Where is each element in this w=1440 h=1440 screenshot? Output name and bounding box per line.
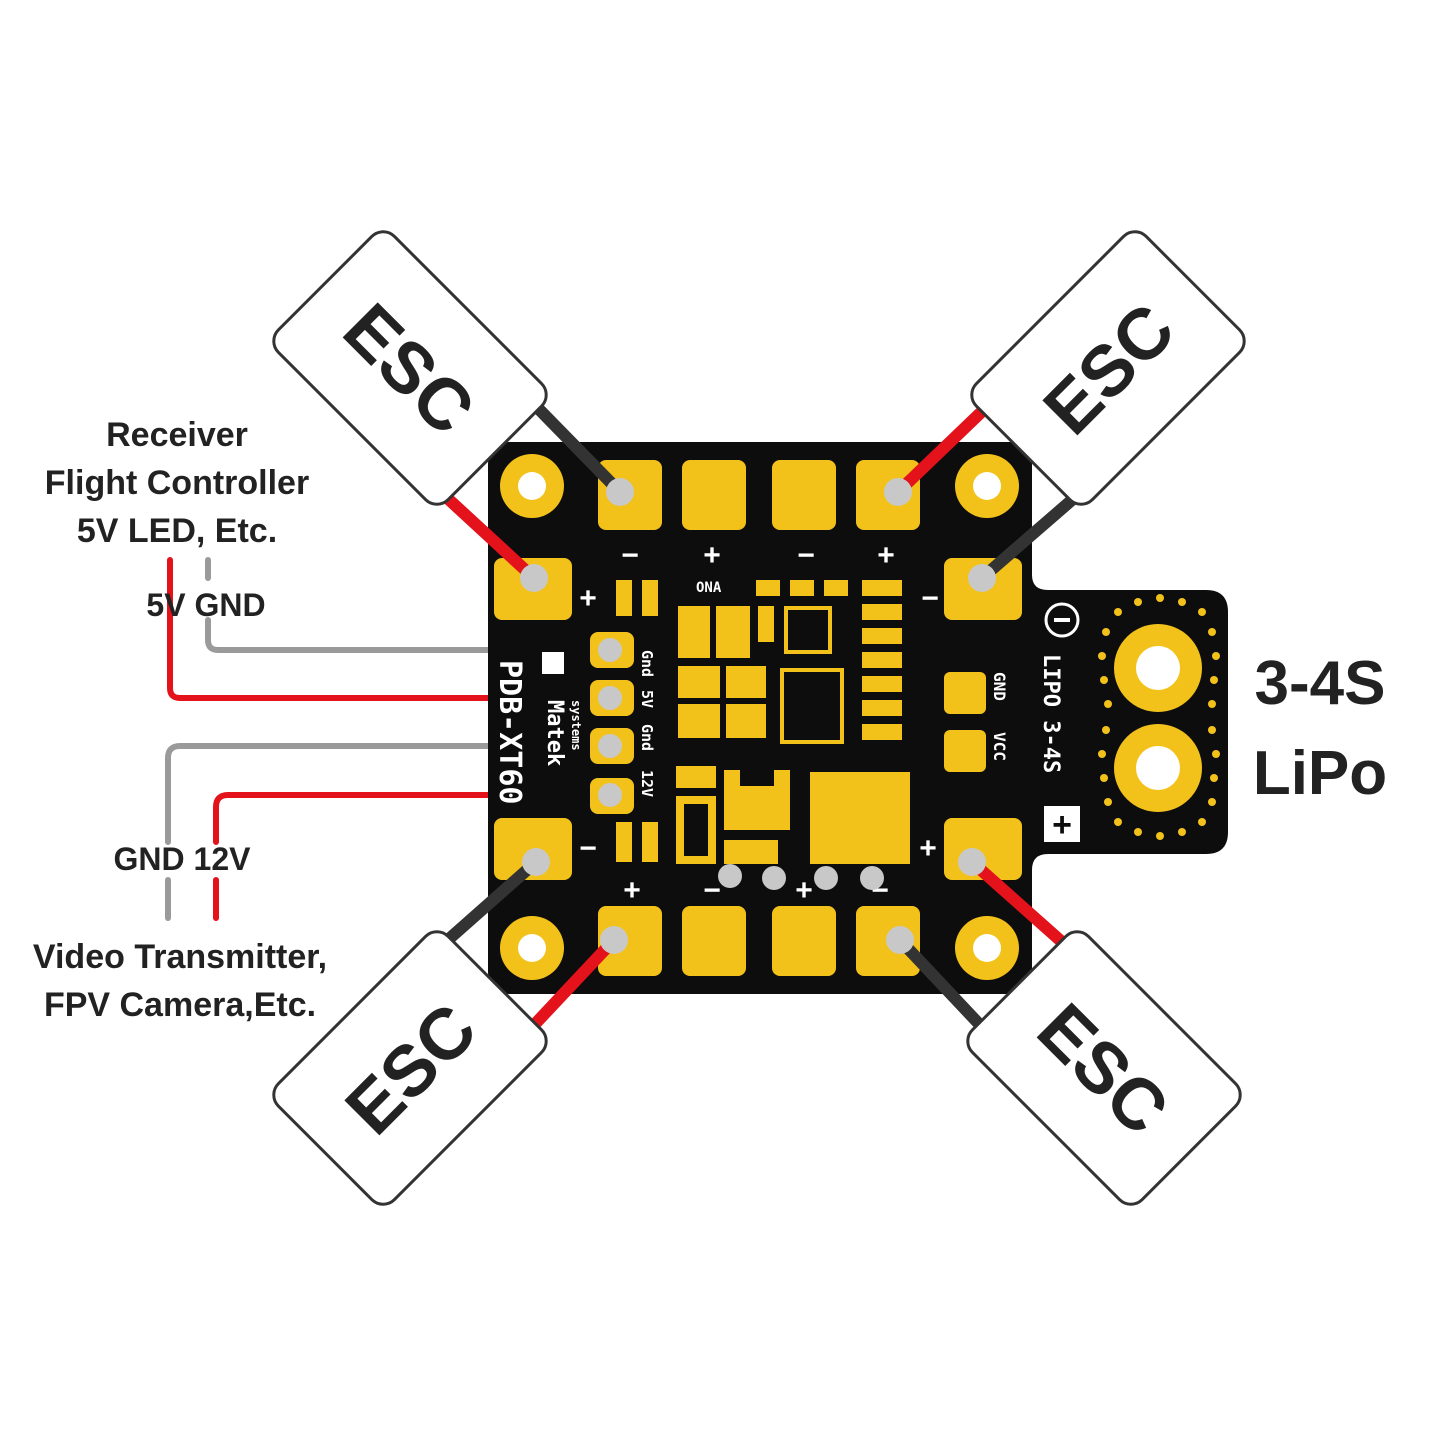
label-5v-gnd: 5V GND (146, 587, 265, 623)
board-branding: PDB-XT60 Matek systems (492, 652, 583, 805)
sign-minus: − (621, 539, 639, 572)
pad-label-12v: 12V (638, 770, 656, 797)
sign-plus: + (919, 832, 937, 865)
label-3-4s: 3-4S (1255, 649, 1386, 718)
label-video-transmitter: Video Transmitter, (33, 938, 327, 976)
label-lipo: LiPo (1253, 739, 1387, 808)
components: ONA (616, 580, 910, 890)
esc-tr-red-wire (892, 392, 1002, 498)
esc-box (966, 930, 1242, 1206)
pad-vcc (944, 730, 986, 772)
cap-3 (616, 822, 632, 862)
chip-f (724, 840, 778, 864)
board-model: PDB-XT60 (492, 660, 527, 805)
wire-gnd-top-lower (205, 617, 613, 653)
mount-hole (955, 916, 1019, 980)
power-sense-pads: GND VCC (944, 672, 1009, 772)
pad-label-gnd: Gnd (638, 650, 656, 677)
pad-label-gnd: Gnd (638, 724, 656, 751)
test-points (718, 864, 884, 890)
battery-label: 3-4S LiPo (1253, 649, 1387, 808)
chip-c (676, 766, 716, 788)
plus-symbol-box (1044, 806, 1080, 842)
lipo-dots (1098, 594, 1220, 840)
pad-bottom-3 (772, 906, 836, 976)
resistor-array (862, 580, 902, 740)
mosfet (810, 772, 910, 864)
pad-top-3 (772, 460, 836, 530)
chip-d-inner (684, 804, 708, 856)
wire-gnd-bottom (165, 743, 613, 845)
esc-box (970, 230, 1246, 506)
sign-plus: + (579, 582, 597, 615)
esc-bottom-left: ESC (272, 930, 548, 1206)
sign-minus: − (921, 582, 939, 615)
chip-a-bar (710, 606, 716, 658)
esc-top-right: ESC (970, 230, 1246, 506)
label-receiver: Receiver (106, 416, 248, 454)
mount-hole (500, 454, 564, 518)
lipo-terminal-neg (1114, 624, 1202, 712)
pad-gnd (944, 672, 986, 714)
pad-bottom-2 (682, 906, 746, 976)
mount-hole (955, 454, 1019, 518)
signal-wires (165, 557, 613, 921)
sign-plus: + (795, 874, 813, 907)
wire-12v (213, 792, 613, 845)
label-gnd-12v: GND 12V (114, 841, 252, 877)
pad-bottom-1 (598, 906, 662, 976)
label-5v-led: 5V LED, Etc. (77, 512, 277, 550)
ona-label: ONA (696, 580, 722, 596)
pad-top-2 (682, 460, 746, 530)
wire-5v-lower (167, 619, 613, 701)
sign-plus: + (877, 539, 895, 572)
brand-sub: systems (569, 700, 583, 751)
esc-box (272, 230, 548, 506)
lipo-input: LIPO 3-4S + (1038, 594, 1220, 844)
label-flight-controller: Flight Controller (45, 464, 309, 502)
mount-hole (500, 916, 564, 980)
cap-1 (616, 580, 632, 616)
res-4 (758, 606, 774, 642)
lipo-label: LIPO 3-4S (1038, 654, 1063, 773)
sign-minus: − (797, 539, 815, 572)
mounting-holes (500, 454, 1019, 980)
bottom-group-label: Video Transmitter, FPV Camera,Etc. (33, 938, 327, 1024)
top-group-label: Receiver Flight Controller 5V LED, Etc. (45, 416, 309, 550)
esc-bottom-right: ESC (966, 930, 1242, 1206)
label-fpv-camera: FPV Camera,Etc. (44, 986, 316, 1024)
plus-symbol: + (1052, 806, 1072, 844)
ic-1 (784, 606, 832, 654)
cap-4 (642, 822, 658, 862)
vcc-label: VCC (990, 732, 1009, 761)
sign-plus: + (703, 539, 721, 572)
brand-name: Matek (542, 700, 567, 766)
brand-logo (542, 652, 564, 674)
res-1 (756, 580, 780, 596)
lipo-terminal-pos (1114, 724, 1202, 812)
chip-b-vbar (720, 666, 726, 738)
ic-2 (780, 668, 844, 744)
pad-labels: Gnd 5V Gnd 12V (638, 650, 656, 797)
esc-tl-black-wire (522, 392, 626, 498)
minus-symbol (1044, 602, 1080, 638)
esc-box (272, 930, 548, 1206)
pdb-board: − + − + + − − + + − + − Gnd 5V Gnd 12V (488, 442, 1228, 994)
minus-bar (1054, 618, 1070, 622)
res-2 (790, 580, 814, 596)
res-3 (824, 580, 848, 596)
gnd-label: GND (990, 672, 1009, 701)
cap-2 (642, 580, 658, 616)
pad-label-5v: 5V (638, 690, 656, 708)
pcb-outline (488, 442, 1228, 994)
sign-minus: − (579, 832, 597, 865)
esc-top-left: ESC (272, 230, 548, 506)
sign-plus: + (623, 874, 641, 907)
solder-joints (520, 478, 996, 954)
sign-minus: − (703, 874, 721, 907)
chip-e-notch (740, 770, 774, 786)
